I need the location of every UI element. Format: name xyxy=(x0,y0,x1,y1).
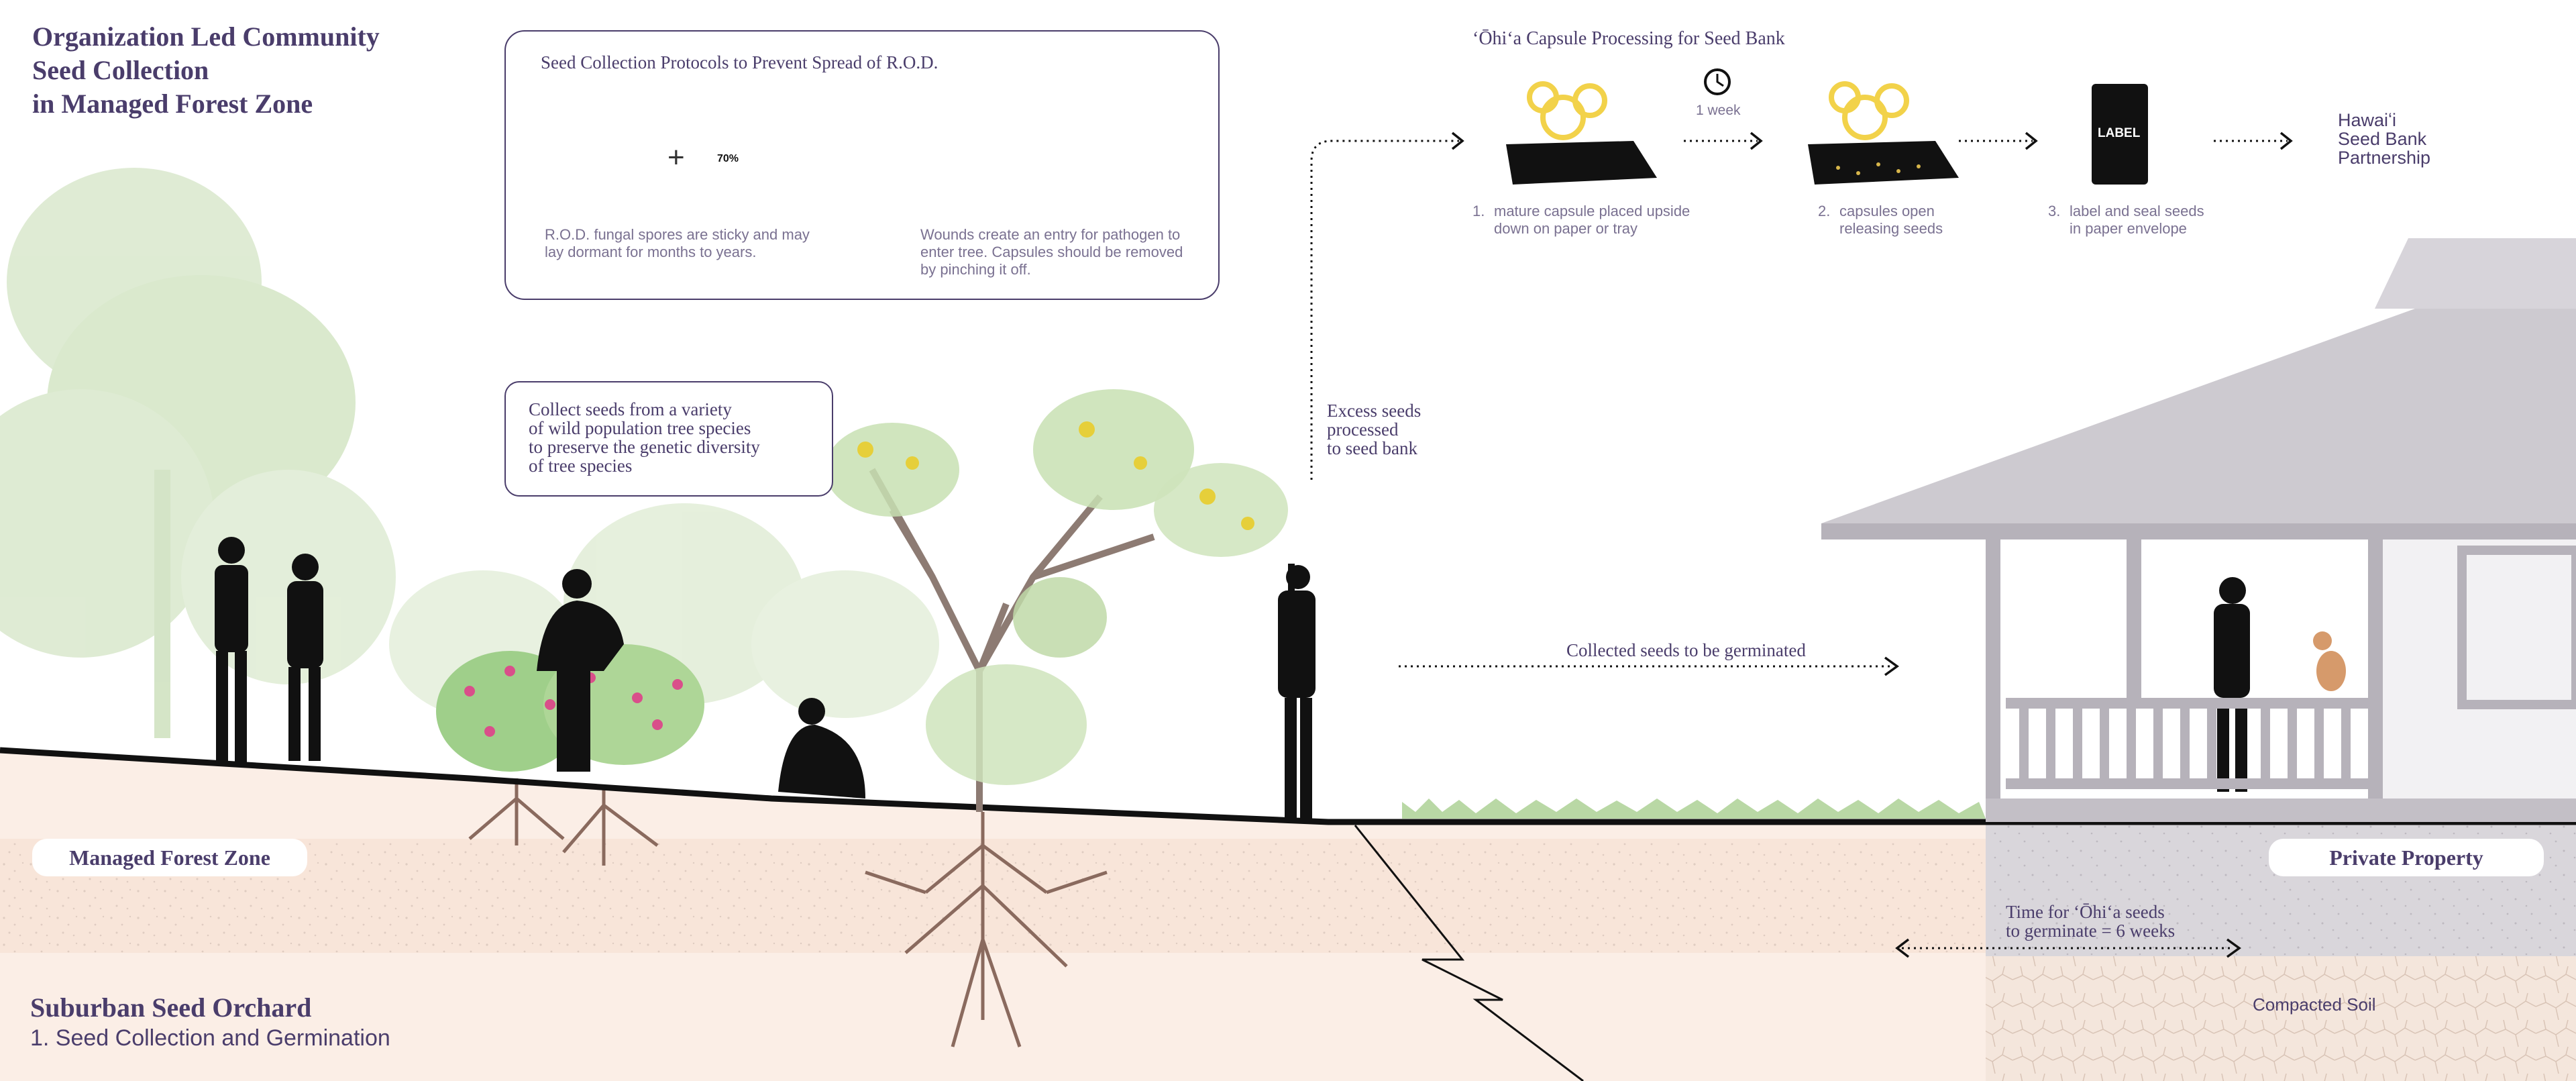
house xyxy=(1821,238,2576,822)
plus-sign: + xyxy=(667,141,685,174)
page-title: Organization Led Community Seed Collecti… xyxy=(32,20,380,121)
timer-label: 1 week xyxy=(1696,103,1741,118)
process-step-3: 3.label and seal seeds in paper envelope xyxy=(2048,203,2204,237)
protocols-box xyxy=(504,30,1220,300)
collect-note-box xyxy=(504,381,833,497)
private-property-label: Private Property xyxy=(2269,839,2544,876)
seed-bank-destination: Hawaiʻi Seed Bank Partnership xyxy=(2338,110,2431,168)
germinate-note: Collected seeds to be germinated xyxy=(1566,640,1806,660)
arrowheads xyxy=(1451,132,2293,958)
tree-roots xyxy=(468,778,1108,1047)
protocols-caption-left: R.O.D. fungal spores are sticky and may … xyxy=(545,226,810,260)
soil-crack xyxy=(1354,825,1584,1081)
process-step-1: 1.mature capsule placed upside down on p… xyxy=(1472,203,1690,237)
footer-subtitle: 1. Seed Collection and Germination xyxy=(30,1025,390,1051)
compacted-soil-label: Compacted Soil xyxy=(2253,994,2376,1015)
timer-icon xyxy=(1704,68,1731,95)
envelope-icon xyxy=(2092,84,2148,185)
dotted-arrows xyxy=(1310,140,2288,949)
envelope-label: LABEL xyxy=(2098,126,2141,140)
germination-time-note: Time for ʻŌhiʻa seeds to germinate = 6 w… xyxy=(2006,902,2176,941)
ground-line xyxy=(0,747,2576,825)
protocols-caption-right: Wounds create an entry for pathogen to e… xyxy=(920,226,1183,278)
ohia-tree xyxy=(825,389,1288,812)
title-line-3: in Managed Forest Zone xyxy=(32,89,313,119)
process-step-2: 2.capsules open releasing seeds xyxy=(1818,203,1943,237)
lawn xyxy=(1402,799,1986,819)
bottle-label: 70% xyxy=(717,153,739,164)
title-line-2: Seed Collection xyxy=(32,55,209,85)
collect-note-text: Collect seeds from a variety of wild pop… xyxy=(529,399,760,476)
soil-speckle-band xyxy=(0,839,2576,953)
capsule-on-paper-icon xyxy=(1506,81,1657,185)
protocols-heading: Seed Collection Protocols to Prevent Spr… xyxy=(541,52,938,72)
managed-forest-zone-label: Managed Forest Zone xyxy=(32,839,307,876)
processing-heading: ʻŌhiʻa Capsule Processing for Seed Bank xyxy=(1472,28,1785,49)
title-line-1: Organization Led Community xyxy=(32,21,380,52)
excess-seeds-note: Excess seeds processed to seed bank xyxy=(1327,401,1421,458)
footer-title: Suburban Seed Orchard xyxy=(30,992,312,1023)
people-silhouettes xyxy=(215,537,2250,819)
compacted-soil-area xyxy=(1986,956,2576,1081)
seeds-released-icon xyxy=(1808,81,1959,185)
